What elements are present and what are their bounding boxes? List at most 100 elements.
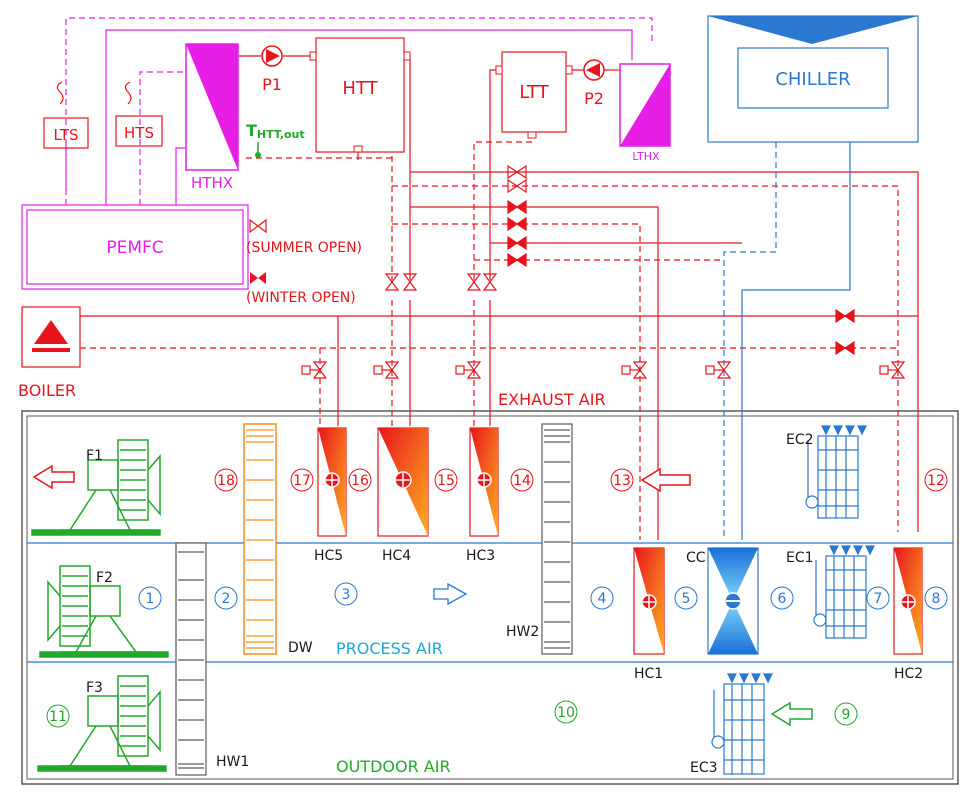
lts-label: LTS xyxy=(54,126,79,144)
hw1-label: HW1 xyxy=(216,754,249,770)
vertical-valve-4 xyxy=(482,273,498,291)
f1-label: F1 xyxy=(86,448,103,464)
lts-unit: LTS xyxy=(43,81,89,149)
heating-coil-hc5: HC5 xyxy=(314,427,347,564)
desiccant-wheel-dw: DW xyxy=(243,423,313,656)
f2-label: F2 xyxy=(96,570,113,586)
heat-wheel-hw2: HW2 xyxy=(506,423,573,655)
svg-text:14: 14 xyxy=(513,473,531,489)
svg-text:6: 6 xyxy=(778,591,787,607)
heating-coil-hc2: HC2 xyxy=(893,547,923,682)
chiller-unit: CHILLER xyxy=(707,15,919,143)
svg-text:18: 18 xyxy=(217,473,235,489)
control-valve-hc5 xyxy=(301,361,328,379)
fan-f2: F2 xyxy=(39,565,169,658)
svg-text:2: 2 xyxy=(222,591,231,607)
outdoor-air-label: OUTDOOR AIR xyxy=(336,757,451,776)
svg-text:THTT,out: THTT,out xyxy=(246,121,305,141)
pump-p2: P2 xyxy=(583,59,605,108)
pump-p1: P1 xyxy=(261,45,283,94)
evap-cooler-ec2: EC2 xyxy=(786,425,867,519)
flow-arrow-exhaust-icon xyxy=(640,467,691,493)
pemfc-label: PEMFC xyxy=(106,238,163,258)
ec3-label: EC3 xyxy=(690,760,718,776)
lthx-exchanger: LTHX xyxy=(619,63,671,163)
boiler-label: BOILER xyxy=(18,381,76,400)
p2-label: P2 xyxy=(584,89,604,108)
svg-text:12: 12 xyxy=(927,473,945,489)
fuel-cell-piping xyxy=(65,17,653,205)
valve-legend: (SUMMER OPEN) (WINTER OPEN) xyxy=(246,218,362,306)
summer-valve-1 xyxy=(507,164,527,180)
dw-label: DW xyxy=(288,640,313,656)
thtt-sensor: THTT,out xyxy=(246,121,305,158)
control-valve-hc2 xyxy=(879,361,906,379)
svg-text:7: 7 xyxy=(874,591,883,607)
summer-open-label: (SUMMER OPEN) xyxy=(246,240,362,256)
process-air-label: PROCESS AIR xyxy=(336,639,443,658)
state-point-17: 17 xyxy=(290,468,314,492)
state-point-7: 7 xyxy=(866,586,890,610)
hc4-label: HC4 xyxy=(382,548,411,564)
exhaust-air-label: EXHAUST AIR xyxy=(498,390,606,409)
summer-valve-2 xyxy=(507,178,527,194)
state-point-13: 13 xyxy=(610,468,634,492)
hc1-label: HC1 xyxy=(634,666,663,682)
fan-f1: F1 xyxy=(31,439,161,536)
summer-valve-icon xyxy=(249,218,267,234)
hc2-label: HC2 xyxy=(894,666,923,682)
state-point-3: 3 xyxy=(334,582,358,606)
winter-valve-icon xyxy=(250,272,266,284)
chiller-label: CHILLER xyxy=(775,69,850,90)
svg-text:10: 10 xyxy=(557,705,575,721)
pemfc-unit: PEMFC xyxy=(21,204,249,290)
heat-wheel-hw1: HW1 xyxy=(175,542,249,776)
f3-label: F3 xyxy=(86,680,103,696)
svg-text:17: 17 xyxy=(293,473,311,489)
svg-text:3: 3 xyxy=(342,587,351,603)
state-point-5: 5 xyxy=(674,586,698,610)
heating-coil-hc1: HC1 xyxy=(633,547,665,682)
hthx-label: HTHX xyxy=(191,174,233,192)
htt-label: HTT xyxy=(342,78,378,99)
svg-text:8: 8 xyxy=(932,591,941,607)
thtt-sub-label: HTT,out xyxy=(257,128,305,141)
state-point-6: 6 xyxy=(770,586,794,610)
exhaust-arrow-icon xyxy=(32,464,75,490)
state-point-1: 1 xyxy=(138,586,162,610)
vertical-valve-1 xyxy=(384,273,400,291)
winter-valve-2 xyxy=(507,216,527,232)
svg-text:4: 4 xyxy=(598,591,607,607)
flow-arrow-process-icon xyxy=(433,582,468,606)
svg-text:16: 16 xyxy=(351,473,369,489)
state-point-16: 16 xyxy=(348,468,372,492)
state-point-4: 4 xyxy=(590,586,614,610)
state-point-15: 15 xyxy=(434,468,458,492)
cooling-coil-cc: CC xyxy=(686,547,759,655)
heating-coil-hc3: HC3 xyxy=(466,427,499,564)
control-valve-hc4 xyxy=(373,361,400,379)
state-point-18: 18 xyxy=(214,468,238,492)
evap-cooler-ec1: EC1 xyxy=(786,545,875,639)
winter-valve-4 xyxy=(507,252,527,268)
hts-label: HTS xyxy=(124,124,154,142)
flow-arrow-outdoor-icon xyxy=(770,701,813,727)
state-point-2: 2 xyxy=(214,586,238,610)
state-points: 18 17 16 15 14 13 12 1 2 3 4 5 6 7 8 11 … xyxy=(46,468,948,728)
state-point-11: 11 xyxy=(46,704,70,728)
state-point-14: 14 xyxy=(510,468,534,492)
evap-cooler-ec3: EC3 xyxy=(690,673,773,776)
svg-text:13: 13 xyxy=(613,473,631,489)
distribution-valves xyxy=(384,164,855,356)
ec1-label: EC1 xyxy=(786,550,814,566)
hts-unit: HTS xyxy=(115,81,163,147)
control-valves xyxy=(301,361,906,379)
control-valve-cc xyxy=(705,361,732,379)
chilled-water-piping xyxy=(723,142,851,540)
svg-text:15: 15 xyxy=(437,473,455,489)
lthx-label: LTHX xyxy=(632,150,660,163)
winter-valve-3 xyxy=(507,235,527,251)
fan-f3: F3 xyxy=(37,675,167,772)
svg-text:11: 11 xyxy=(49,709,67,725)
control-valve-hc1 xyxy=(621,361,648,379)
